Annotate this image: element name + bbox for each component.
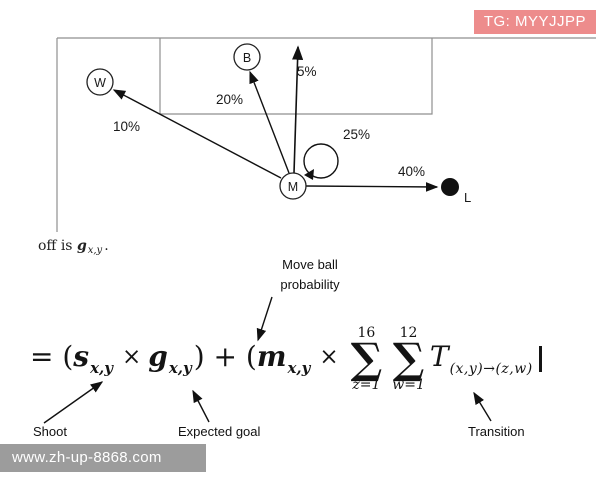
arrow-expected-to-g	[192, 389, 210, 423]
move-prob-var: m	[256, 339, 287, 373]
annotation-move-ball: Move ball probability	[252, 255, 368, 294]
annotation-move-ball-line2: probability	[280, 276, 340, 292]
summation-w: 12 ∑ w=1	[392, 326, 425, 393]
summation-w-lower: w=1	[392, 377, 425, 394]
prob-label-40: 40%	[398, 164, 425, 179]
caption-suffix: .	[104, 238, 109, 254]
telegram-watermark-badge: TG: MYYJJPP	[472, 9, 597, 35]
arrow-m-to-w	[112, 89, 282, 179]
prob-label-20: 20%	[216, 92, 243, 107]
arrow-transition-to-t	[473, 391, 492, 422]
prob-label-10: 10%	[113, 119, 140, 134]
times-operator-1: ×	[121, 343, 142, 370]
self-loop-m	[303, 143, 339, 179]
expected-value-formula: = (sx,y×gx,y) + (mx,y× 16 ∑ z=1 12 ∑ w=1…	[30, 320, 550, 398]
prob-label-5: 5%	[297, 64, 317, 79]
expected-goal-subscript: x,y	[168, 358, 192, 377]
arrow-m-to-b	[249, 70, 290, 174]
cutoff-glyph	[538, 346, 550, 372]
annotation-expected-goal: Expected goal	[178, 424, 261, 439]
formula-left-run: = (sx,y×gx,y) + (mx,y×	[30, 339, 346, 377]
caption-prefix: off is	[38, 238, 77, 254]
shoot-prob-subscript: x,y	[90, 358, 113, 377]
summation-z-lower: z=1	[352, 377, 381, 394]
sigma-icon: ∑	[350, 333, 383, 383]
self-loop-arrowhead	[304, 169, 314, 180]
node-w-label: W	[94, 76, 106, 90]
node-m-label: M	[288, 180, 298, 194]
node-b-circle	[233, 43, 261, 71]
formula-lhs: = (	[30, 339, 74, 373]
transition-subscript: (x,y)→(z,w)	[449, 360, 533, 377]
caption-subscript: x,y	[87, 245, 103, 256]
summation-w-upper: 12	[399, 324, 418, 341]
arrow-shoot-to-s	[43, 381, 104, 424]
formula-right-run: T(x,y)→(z,w)	[429, 339, 535, 377]
summation-z: 16 ∑ z=1	[351, 326, 383, 393]
formula-middle: ) + (	[193, 339, 257, 373]
summation-z-upper: 16	[357, 324, 376, 341]
node-w-circle	[86, 68, 114, 96]
node-l-dot	[441, 178, 459, 196]
node-l-label: L	[464, 190, 471, 205]
caption-fragment: off is gx,y.	[38, 238, 109, 256]
transition-var: T	[429, 339, 449, 373]
caption-variable: g	[76, 238, 87, 254]
node-m-circle	[279, 172, 307, 200]
annotation-shoot: Shoot	[33, 424, 67, 439]
move-prob-subscript: x,y	[287, 358, 311, 377]
sigma-icon: ∑	[392, 333, 425, 383]
arrow-m-to-goal	[291, 45, 304, 174]
node-b-label: B	[243, 51, 251, 65]
annotation-transition: Transition	[468, 424, 525, 439]
times-operator-2: ×	[319, 343, 339, 370]
website-watermark-bar: www.zh-up-8868.com	[0, 444, 206, 472]
prob-label-25: 25%	[343, 127, 370, 142]
shoot-prob-var: s	[73, 339, 90, 373]
arrow-m-to-l	[305, 182, 439, 192]
annotation-move-ball-line1: Move ball	[282, 257, 338, 272]
expected-goal-var: g	[148, 339, 168, 373]
arrow-moveball-to-m	[256, 296, 273, 342]
